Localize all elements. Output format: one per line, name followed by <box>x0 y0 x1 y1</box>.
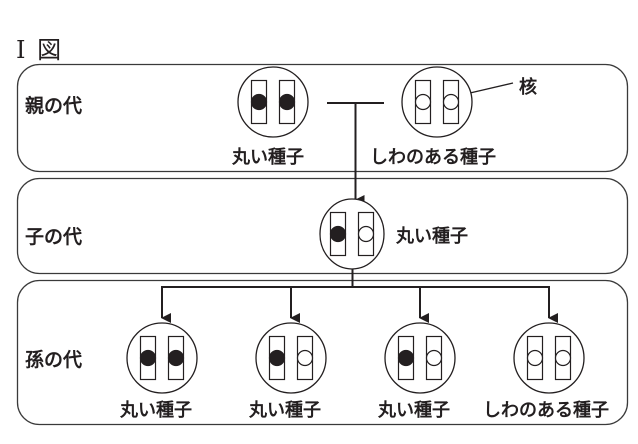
gene-wrinkled-recessive <box>554 349 572 367</box>
cell-child-1 <box>319 198 385 270</box>
grandchild-generation-frame <box>16 279 629 426</box>
cell-membrane <box>319 198 385 270</box>
gene-round-dominant <box>250 93 268 111</box>
child-generation-frame <box>16 177 629 275</box>
gene-round-dominant <box>268 349 286 367</box>
caption-grandchild-2: 丸い種子 <box>249 400 321 421</box>
cell-grandchild-1 <box>126 322 198 394</box>
caption-grandchild-3: 丸い種子 <box>378 400 450 421</box>
cell-membrane <box>126 322 198 394</box>
gene-wrinkled-recessive <box>425 349 443 367</box>
generation-label-grandchild: 孫の代 <box>25 349 83 371</box>
cell-membrane <box>237 66 309 138</box>
generation-label-parent: 親の代 <box>25 95 83 117</box>
cell-grandchild-2 <box>255 322 327 394</box>
caption-parent-wrinkled: しわのある種子 <box>370 147 496 168</box>
caption-grandchild-1: 丸い種子 <box>120 400 192 421</box>
gene-round-dominant <box>139 349 157 367</box>
caption-parent-round: 丸い種子 <box>232 147 304 168</box>
gene-wrinkled-recessive <box>296 349 314 367</box>
gene-wrinkled-recessive <box>442 93 460 111</box>
gene-wrinkled-recessive <box>357 225 375 243</box>
nucleus-pointer-line <box>469 82 514 94</box>
gene-round-dominant <box>397 349 415 367</box>
caption-child-round: 丸い種子 <box>396 226 468 247</box>
gene-round-dominant <box>329 225 347 243</box>
parent-generation-frame <box>16 63 629 173</box>
cell-membrane <box>255 322 327 394</box>
cell-grandchild-4 <box>513 322 585 394</box>
cell-membrane <box>513 322 585 394</box>
cell-membrane <box>401 66 473 138</box>
nucleus-label: 核 <box>519 77 537 98</box>
gene-wrinkled-recessive <box>526 349 544 367</box>
cell-parent-1 <box>237 66 309 138</box>
cell-membrane <box>384 322 456 394</box>
gene-wrinkled-recessive <box>414 93 432 111</box>
figure-title: I 図 <box>16 36 64 64</box>
caption-grandchild-4: しわのある種子 <box>483 400 609 421</box>
cell-parent-2 <box>401 66 473 138</box>
generation-label-child: 子の代 <box>25 226 83 248</box>
gene-round-dominant <box>278 93 296 111</box>
gene-round-dominant <box>167 349 185 367</box>
cell-grandchild-3 <box>384 322 456 394</box>
